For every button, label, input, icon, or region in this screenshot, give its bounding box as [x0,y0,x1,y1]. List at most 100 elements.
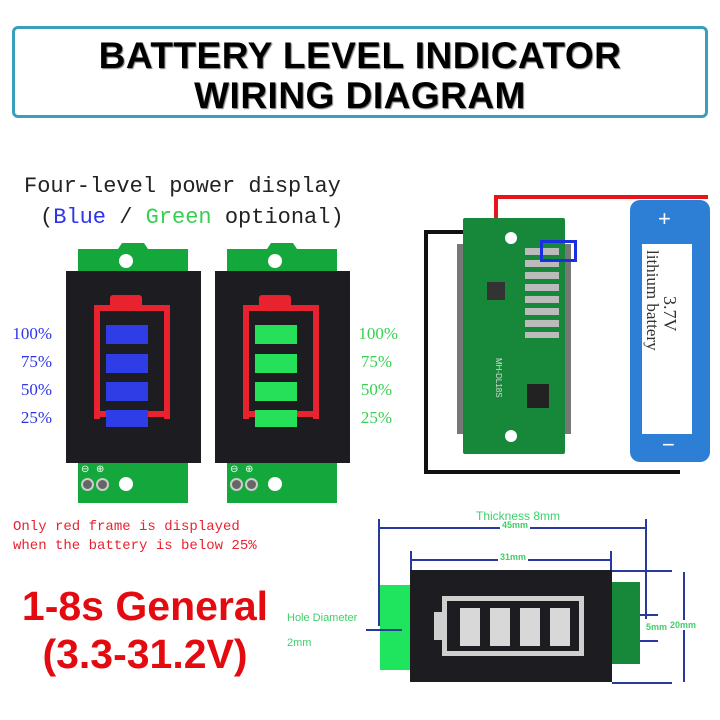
pcb-bottom-tab [78,463,188,503]
level-label-100: 100% [12,324,52,343]
pcb-edge-right [565,244,571,434]
battery-type: lithium battery [643,250,662,351]
plus-terminal-symbol: ⊕ [96,464,105,475]
left-pcb-tab [380,585,410,670]
green-level-labels: 100% 75% 50% 25% [350,320,398,432]
board-model-label: MH-DL18S [494,358,503,398]
dim-line-20-top [612,570,672,572]
battery-frame-bottom-right [289,411,319,417]
length-45-label: 45mm [500,520,531,530]
length-31-label: 31mm [498,552,529,562]
minus-terminal-symbol: ⊖ [230,464,239,475]
tab-5-label: 5mm [646,622,668,632]
solder-pad-plus [245,478,258,491]
lithium-battery: + 3.7V lithium battery − [630,200,710,462]
hole-diameter-value: 2mm [287,637,312,649]
pcb-top-tab [227,243,337,273]
ic-chip [527,384,549,408]
title-banner: BATTERY LEVEL INDICATOR WIRING DIAGRAM [12,26,708,118]
solder-pad-plus [96,478,109,491]
level-bar-75 [106,354,148,373]
title-line-2: WIRING DIAGRAM [194,75,526,116]
cell-count-spec: 1-8s General [21,583,269,629]
pcb-top-tab [78,243,188,273]
side-bar-4 [550,608,570,646]
slash: / [106,205,146,230]
mount-hole [268,254,282,268]
dim-line-31-left [410,551,412,573]
thickness-label: Thickness 8mm [476,509,561,523]
mount-hole [119,477,133,491]
paren: ( [40,205,54,230]
dim-line-31-right [610,551,612,571]
side-bar-3 [520,608,540,646]
battery-minus-sign: − [662,432,675,457]
hole-pointer-line [366,629,402,631]
regulator-chip [487,282,505,300]
dim-line-45-left [378,519,380,626]
solder-pad-minus [230,478,243,491]
voltage-range-spec: (3.3-31.2V) [42,631,248,677]
black-wire-bottom [424,470,680,474]
pcb-edge-left [457,244,463,434]
red-wire-horizontal [494,195,708,199]
dim-line-20-bottom [612,682,672,684]
battery-frame-bottom-right [140,411,170,417]
side-bar-2 [490,608,510,646]
green-option: Green [145,205,212,230]
side-bar-1 [460,608,480,646]
dim-line-45-right [645,519,647,619]
battery-voltage: 3.7V [660,296,680,332]
right-pcb-tab [612,582,640,664]
level-label-50: 50% [20,380,52,399]
minus-terminal-symbol: ⊖ [81,464,90,475]
level-bar-25 [106,410,148,427]
level-bar-100 [106,325,148,344]
mount-hole [505,232,517,244]
low-battery-note-line2: when the battery is below 25% [13,538,257,554]
optional-text: optional) [211,205,344,230]
level-label-75: 75% [20,352,52,371]
pcb-bottom-tab [227,463,337,503]
height-20-label: 20mm [670,620,697,630]
low-battery-note-line1: Only red frame is displayed [13,519,240,535]
black-wire-left [424,230,428,474]
side-battery-frame [442,596,584,656]
side-lcd-panel [410,570,612,682]
battery-frame [243,305,319,419]
dim-line-5-bottom [640,640,658,642]
battery-plus-sign: + [658,206,671,231]
blue-option: Blue [53,205,107,230]
solder-pad-minus [81,478,94,491]
hole-diameter-label: Hole Diameter [287,612,358,624]
black-wire-top [424,230,490,234]
green-indicator-module: ⊖ ⊕ [215,243,350,503]
level-label-100: 100% [358,324,398,343]
battery-frame-cap [110,295,142,307]
battery-label: 3.7V lithium battery [642,244,692,434]
level-bar-50 [106,382,148,401]
level-bar-50 [255,382,297,401]
level-label-25: 25% [20,408,52,427]
level-label-75: 75% [360,352,392,371]
blue-indicator-module: ⊖ ⊕ [66,243,201,503]
level-label-50: 50% [360,380,392,399]
title-line-1: BATTERY LEVEL INDICATOR [98,35,622,76]
mount-hole [119,254,133,268]
plus-terminal-symbol: ⊕ [245,464,254,475]
red-wire-vertical [494,195,498,237]
level-bar-75 [255,354,297,373]
pcb-board: MH-DL18S [457,218,571,454]
dim-line-5-top [640,614,658,616]
battery-frame [94,305,170,419]
display-caption-line1: Four-level power display [24,174,341,199]
resistor-array [525,248,559,338]
mount-hole [268,477,282,491]
battery-frame-cap [259,295,291,307]
level-bar-100 [255,325,297,344]
level-bar-25 [255,410,297,427]
blue-level-labels: 100% 75% 50% 25% [4,320,52,432]
mount-hole [505,430,517,442]
level-label-25: 25% [360,408,392,427]
side-battery-cap [434,612,442,640]
